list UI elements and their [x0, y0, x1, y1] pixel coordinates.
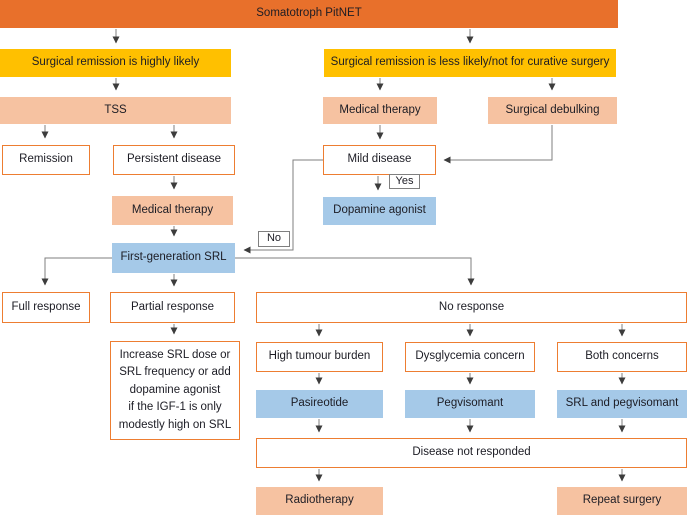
node-dopamine-agonist: Dopamine agonist [323, 197, 436, 225]
node-medical-therapy-left: Medical therapy [112, 196, 233, 225]
node-somatotroph-pitnet: Somatotroph PitNET [0, 0, 618, 28]
node-remission: Remission [2, 145, 90, 175]
node-pegvisomant: Pegvisomant [405, 390, 535, 418]
edge-label-no: No [258, 231, 290, 247]
node-surgical-remission-highly-likely: Surgical remission is highly likely [0, 49, 231, 77]
node-mild-disease: Mild disease [323, 145, 436, 175]
node-high-tumour-burden: High tumour burden [256, 342, 383, 372]
node-surgical-debulking: Surgical debulking [488, 97, 617, 124]
node-radiotherapy: Radiotherapy [256, 487, 383, 515]
node-both-concerns: Both concerns [557, 342, 687, 372]
node-full-response: Full response [2, 292, 90, 323]
node-surgical-remission-less-likely: Surgical remission is less likely/not fo… [324, 49, 616, 77]
node-disease-not-responded: Disease not responded [256, 438, 687, 468]
node-pasireotide: Pasireotide [256, 390, 383, 418]
node-srl-and-pegvisomant: SRL and pegvisomant [557, 390, 687, 418]
node-partial-response: Partial response [110, 292, 235, 323]
node-tss: TSS [0, 97, 231, 124]
node-dysglycemia-concern: Dysglycemia concern [405, 342, 535, 372]
node-persistent-disease: Persistent disease [113, 145, 235, 175]
node-repeat-surgery: Repeat surgery [557, 487, 687, 515]
node-first-generation-srl: First-generation SRL [112, 243, 235, 273]
node-medical-therapy-right: Medical therapy [323, 97, 437, 124]
edge-label-yes: Yes [389, 174, 420, 189]
node-increase-srl-advice: Increase SRL dose or SRL frequency or ad… [110, 341, 240, 440]
node-no-response: No response [256, 292, 687, 323]
